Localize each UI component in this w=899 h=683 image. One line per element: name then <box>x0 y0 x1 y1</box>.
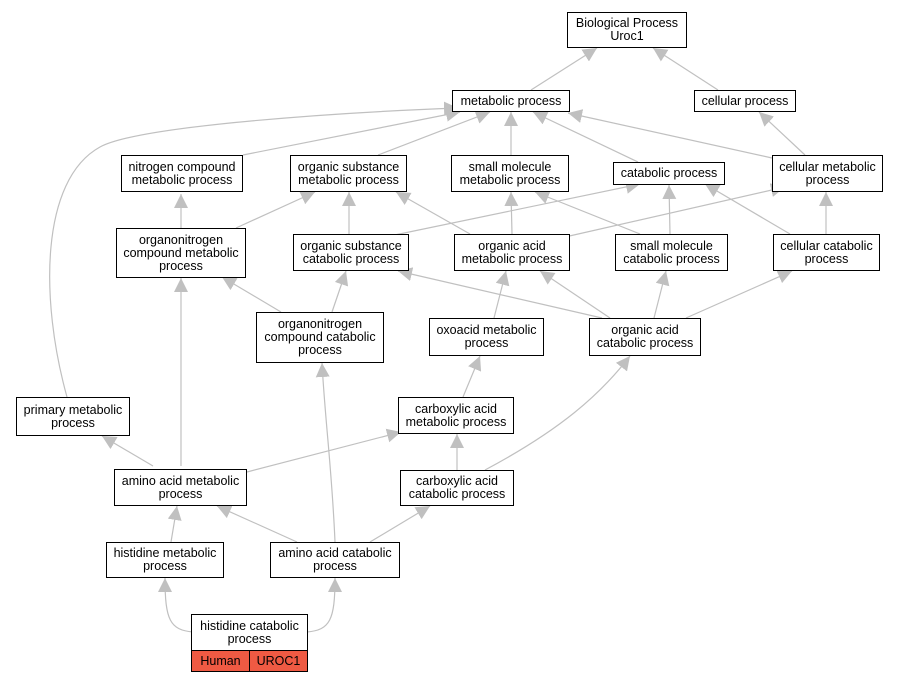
node-cellular-metabolic-process[interactable]: cellular metabolic process <box>772 155 883 192</box>
edge-catabolic-metabolic <box>532 111 639 163</box>
edge-orgacidcat-orgacidmet <box>539 270 611 319</box>
node-small-molecule-catabolic-process[interactable]: small molecule catabolic process <box>615 234 728 271</box>
leaf-annotation-row: Human UROC1 <box>192 651 307 671</box>
edge-leaf-aacat <box>306 577 342 633</box>
node-amino-acid-metabolic-process[interactable]: amino acid metabolic process <box>114 469 247 506</box>
edge-cellmet-metabolic <box>567 109 773 159</box>
gene-cell: UROC1 <box>249 651 307 671</box>
edge-aacat-aamet <box>216 505 298 543</box>
edge-orgsubcat-catabolic <box>384 179 641 238</box>
node-primary-metabolic-process[interactable]: primary metabolic process <box>16 397 130 436</box>
edge-leaf-hismet <box>158 577 194 633</box>
node-metabolic-process[interactable]: metabolic process <box>452 90 570 112</box>
node-catabolic-process[interactable]: catabolic process <box>613 162 725 185</box>
node-cellular-process[interactable]: cellular process <box>694 90 796 112</box>
edge-carboxcat-orgacidcat <box>484 355 631 471</box>
node-organonitrogen-compound-metabolic-process[interactable]: organonitrogen compound metabolic proces… <box>116 228 246 278</box>
edge-smallmolcat-smallmolmet <box>534 190 641 235</box>
node-carboxylic-acid-metabolic-process[interactable]: carboxylic acid metabolic process <box>398 397 514 434</box>
node-cellular-catabolic-process[interactable]: cellular catabolic process <box>773 234 880 271</box>
node-organic-acid-metabolic-process[interactable]: organic acid metabolic process <box>454 234 570 271</box>
node-biological-process-root[interactable]: Biological Process Uroc1 <box>567 12 687 48</box>
edge-orgNcat-orgsubcat <box>331 270 349 313</box>
edge-cellmet-cellular <box>758 111 806 156</box>
node-nitrogen-compound-metabolic-process[interactable]: nitrogen compound metabolic process <box>121 155 243 192</box>
edge-carboxmet-oxoacid <box>462 355 482 398</box>
node-histidine-metabolic-process[interactable]: histidine metabolic process <box>106 542 224 578</box>
edge-orgNcat-orgNmet <box>221 276 282 313</box>
node-organic-acid-catabolic-process[interactable]: organic acid catabolic process <box>589 318 701 356</box>
edge-orgacidcat-smallmolcat <box>653 270 670 319</box>
edge-orgacidmet-orgsubmet <box>395 191 471 235</box>
node-small-molecule-metabolic-process[interactable]: small molecule metabolic process <box>451 155 569 192</box>
node-organic-substance-metabolic-process[interactable]: organic substance metabolic process <box>290 155 407 192</box>
edge-orgNmet-orgsubmet <box>235 191 316 229</box>
edge-metabolic-root <box>530 47 598 91</box>
node-carboxylic-acid-catabolic-process[interactable]: carboxylic acid catabolic process <box>400 470 514 506</box>
node-histidine-catabolic-process[interactable]: histidine catabolic process Human UROC1 <box>191 614 308 672</box>
edge-aamet-primary <box>101 435 154 467</box>
edge-cellcat-catabolic <box>704 183 791 235</box>
edge-smallmolcat-catabolic <box>662 184 677 235</box>
edge-nitrogen-metabolic <box>242 107 461 156</box>
leaf-label: histidine catabolic process <box>192 615 307 651</box>
edge-primary-metabolic <box>49 101 459 398</box>
edge-orgsubmet-metabolic <box>377 110 491 156</box>
edge-orgacidmet-smallmolmet <box>504 191 519 235</box>
edge-aamet-carboxmet <box>246 428 402 473</box>
node-oxoacid-metabolic-process[interactable]: oxoacid metabolic process <box>429 318 544 356</box>
node-organic-substance-catabolic-process[interactable]: organic substance catabolic process <box>293 234 409 271</box>
node-amino-acid-catabolic-process[interactable]: amino acid catabolic process <box>270 542 400 578</box>
edge-orgacidcat-orgsubcat <box>397 267 603 319</box>
edge-cellular-root <box>652 47 719 91</box>
species-cell: Human <box>192 651 249 671</box>
edge-aacat-carboxcat <box>369 505 431 543</box>
node-organonitrogen-compound-catabolic-process[interactable]: organonitrogen compound catabolic proces… <box>256 312 384 363</box>
edge-aacat-orgNcat <box>315 362 336 543</box>
edge-orgacidmet-cellmet <box>564 183 786 238</box>
edge-hismet-aamet <box>167 505 182 543</box>
edge-orgacidcat-cellcat <box>685 270 793 319</box>
